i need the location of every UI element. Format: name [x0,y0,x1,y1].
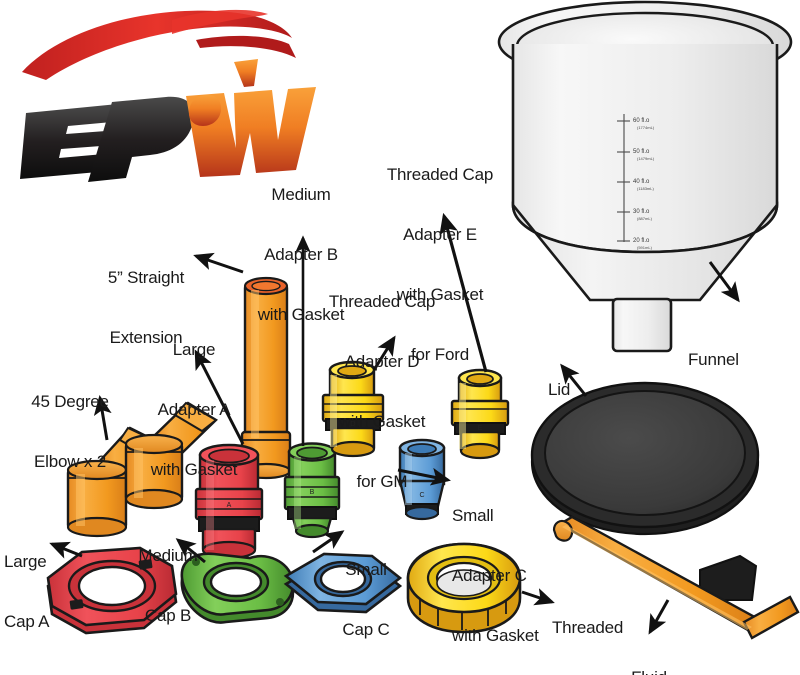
label-large-adapter-a: Large Adapter A with Gasket [150,340,238,479]
label-medium-cap-b: Medium Cap B [138,546,198,625]
label-threaded-cap-adapter-d: Threaded Cap Adapter D with Gasket for G… [328,292,436,491]
adapter-b-graphic [283,442,341,539]
label-funnel: Funnel [688,350,739,369]
scale-oz-30: 30 fl.o [633,209,650,215]
label-large-cap-a: Large Cap A [4,552,50,631]
large-cap-a-graphic [46,546,178,635]
scale-ml-30: (887mL) [637,216,652,221]
label-lid: Lid [548,380,571,399]
arrow-threaded-cap-d [521,588,555,606]
label-elbow-45: 45 Degree Elbow x 2 [31,392,109,471]
label-threaded-cap-adapter-e: Threaded Cap Adapter E with Gasket for F… [386,165,494,364]
part-letter-c: C [419,492,425,499]
arrow-fluid-stopper [648,599,670,635]
scale-oz-60: 60 fl.o [633,118,650,124]
adapter-d-graphic [321,360,385,458]
part-letter-e: E [477,425,483,432]
adapter-c-graphic [398,438,446,521]
arrow-small-cap-c [312,530,345,554]
arrow-large-adapter-a [194,349,245,445]
scale-oz-20: 20 fl.o [633,238,650,244]
small-cap-c-graphic [283,552,403,614]
threaded-cap-d-graphic [406,542,522,634]
scale-ml-40: (1183mL) [637,186,654,191]
elbow-45-right-graphic [124,401,218,510]
callout-arrows [49,212,740,635]
part-letter-d: D [350,421,356,428]
arrow-small-adapter-c [397,467,451,486]
arrow-large-cap-a [49,541,83,559]
label-small-cap-c: Small Cap C [342,560,390,639]
label-threaded-cap-d: Threaded Cap D [552,618,624,637]
label-small-adapter-c: Small Adapter C with Gasket [452,506,539,645]
epauto-logo [20,9,316,182]
funnel-graphic [497,0,793,353]
arrow-elbow-45 [93,395,112,441]
scale-ml-20: (591mL) [637,245,652,250]
part-letter-b: B [309,489,315,496]
label-fluid-stopper: Fluid Stopper [604,628,694,675]
adapter-e-graphic [450,368,510,460]
arrow-lid [560,363,588,397]
label-medium-adapter-b: Medium Adapter B with Gasket [257,185,345,324]
arrow-threaded-cap-adapter-e [439,212,488,373]
arrow-straight-extension [193,252,244,274]
arrow-threaded-cap-adapter-d [372,335,396,371]
scale-oz-40: 40 fl.o [633,179,650,185]
label-straight-extension: 5” Straight Extension [107,268,185,347]
fluid-stopper-graphic [552,515,800,640]
scale-ml-50: (1479mL) [637,156,655,161]
part-letter-a: A [226,502,232,509]
lid-graphic [530,381,760,601]
arrow-medium-cap-b [175,538,206,564]
scale-oz-50: 50 fl.o [633,149,650,155]
scale-ml-60: (1774mL) [637,125,655,130]
arrow-funnel [708,261,740,303]
